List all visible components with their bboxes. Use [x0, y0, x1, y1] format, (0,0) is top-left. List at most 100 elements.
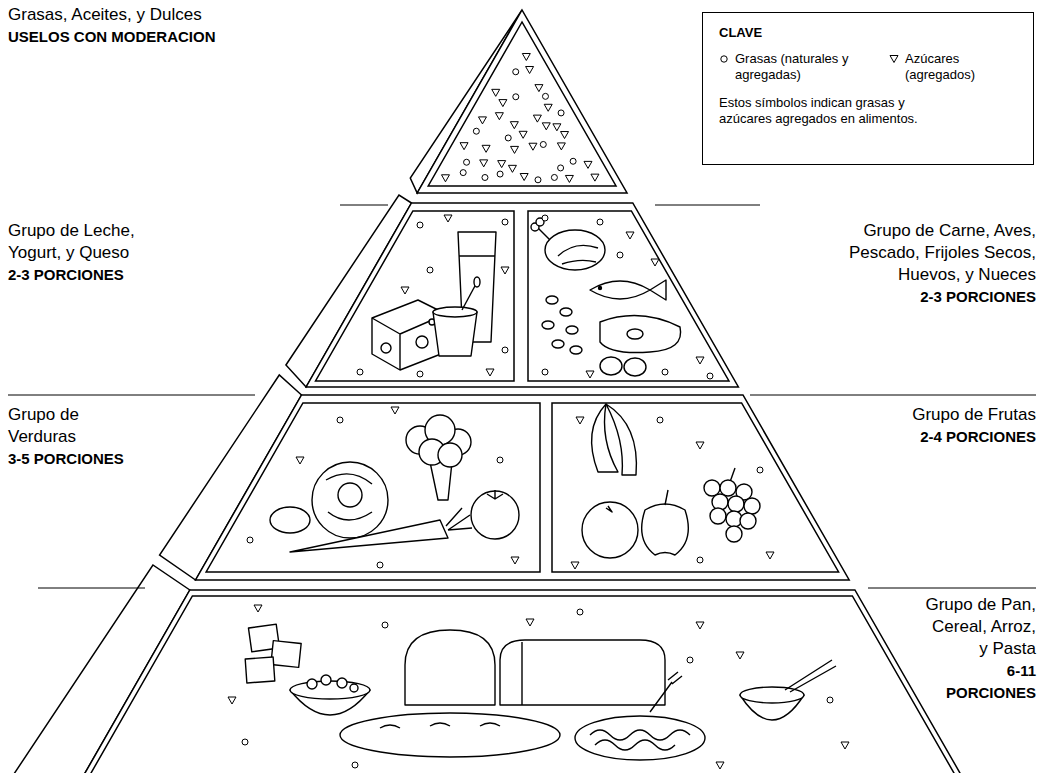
- pyramid-tier: [417, 10, 627, 193]
- pasta-plate-drawing: [650, 672, 682, 712]
- fat-symbol: [382, 622, 388, 628]
- pasta-plate-drawing: [575, 672, 705, 760]
- carrot-drawing: [290, 508, 472, 552]
- broccoli-drawing: [438, 443, 462, 467]
- fat-symbol: [427, 267, 433, 273]
- sugar-symbol: [565, 175, 573, 182]
- fat-symbol: [535, 177, 541, 183]
- sugar-symbol: [482, 145, 490, 152]
- grapes-drawing: [740, 513, 756, 529]
- sugar-symbol: [460, 143, 468, 150]
- bread-loaf-drawing: [405, 630, 495, 705]
- sugar-symbol: [557, 143, 565, 150]
- yogurt-cup-drawing: [433, 277, 480, 356]
- crackers-drawing: [245, 624, 301, 683]
- pyramid-outline: [3, 10, 1036, 773]
- sugar-symbol: [696, 442, 704, 449]
- fat-symbol: [513, 94, 519, 100]
- beans-nuts-drawing: [542, 296, 582, 354]
- sugar-symbol: [254, 605, 262, 612]
- yogurt-cup-drawing: [433, 312, 477, 356]
- sugar-symbol: [736, 652, 744, 659]
- fat-symbol: [464, 159, 470, 165]
- sugar-symbol: [391, 407, 399, 414]
- apple-drawing: [642, 504, 689, 555]
- sugar-symbol: [696, 622, 704, 629]
- fat-symbol: [497, 457, 503, 463]
- fat-symbol: [597, 219, 603, 225]
- fish-drawing: [590, 280, 666, 300]
- fat-symbol: [513, 69, 519, 75]
- eggs-drawing: [600, 357, 622, 375]
- fat-symbol: [540, 141, 546, 147]
- sugar-symbol: [519, 131, 527, 138]
- sugar-symbol: [444, 215, 452, 222]
- legend-note: Estos símbolos indican grasas y azúcares…: [719, 95, 944, 127]
- fat-symbol: [657, 417, 663, 423]
- serving-count: 2-3 PORCIONES: [8, 264, 158, 286]
- fish-drawing: [590, 281, 650, 299]
- crackers-drawing: [271, 641, 301, 668]
- yogurt-cup-drawing: [462, 284, 476, 310]
- sugar-symbol: [526, 619, 534, 626]
- pyramid-tier: [196, 395, 850, 580]
- legend-entry: Grasas (naturales y agregadas): [719, 51, 869, 83]
- cheese-drawing: [416, 336, 428, 348]
- tier-rule: [655, 205, 760, 206]
- fat-symbol: [558, 165, 564, 171]
- legend-title: CLAVE: [719, 25, 919, 41]
- fat-symbol: [687, 657, 693, 663]
- sugar-symbol: [571, 562, 579, 569]
- legend-swatch: [889, 54, 899, 64]
- cereal-bowl-drawing: [321, 675, 331, 685]
- steak-drawing: [600, 316, 681, 353]
- food-group-panel: [81, 596, 963, 773]
- steak-drawing: [627, 329, 643, 339]
- crackers-drawing: [245, 657, 275, 683]
- orange-drawing: [582, 502, 638, 558]
- sugar-symbol: [535, 85, 543, 92]
- bread-loaf-drawing: [521, 642, 522, 705]
- usage-note: USELOS CON MODERACION: [8, 26, 268, 48]
- lettuce-drawing: [312, 462, 388, 538]
- orange-drawing: [606, 506, 612, 512]
- chicken-drawing: [545, 230, 605, 270]
- sugar-symbol: [501, 267, 509, 274]
- tier-rule: [340, 205, 388, 206]
- fat-symbol: [542, 215, 548, 221]
- beans-nuts-drawing: [566, 326, 578, 334]
- fat-symbol: [551, 174, 557, 180]
- cereal-bowl-drawing: [337, 678, 347, 688]
- baguette-drawing: [340, 713, 560, 757]
- fat-symbol: [827, 697, 833, 703]
- food-group-panel: [206, 403, 540, 572]
- potato-drawing: [270, 507, 310, 533]
- legend-entry: Azúcares (agregados): [889, 51, 1005, 83]
- chicken-drawing: [558, 245, 598, 264]
- eggs-drawing: [600, 357, 646, 376]
- tier-rule: [38, 588, 145, 589]
- grapes-drawing: [710, 508, 726, 524]
- sugar-symbol: [626, 232, 634, 239]
- sugar-symbol: [441, 175, 449, 182]
- grapes-drawing: [744, 498, 760, 514]
- sugar-symbol: [651, 259, 659, 266]
- fat-symbol: [542, 369, 548, 375]
- serving-count: 2-4 PORCIONES: [836, 426, 1036, 448]
- sugar-symbol: [591, 174, 599, 181]
- fat-symbol: [460, 170, 466, 176]
- fat-symbol: [242, 739, 248, 745]
- beans-nuts-drawing: [570, 346, 582, 354]
- pyramid-tier: [70, 590, 976, 773]
- fat-symbol: [417, 222, 423, 228]
- fat-symbol: [502, 219, 508, 225]
- grapes-drawing: [728, 496, 744, 512]
- sugar-symbol: [584, 161, 592, 168]
- fat-symbol: [352, 762, 358, 768]
- tier-rule: [8, 395, 255, 396]
- sugar-symbol: [510, 122, 518, 129]
- sugar-symbol: [520, 174, 528, 181]
- lettuce-drawing: [326, 474, 372, 520]
- apple-drawing: [665, 490, 668, 505]
